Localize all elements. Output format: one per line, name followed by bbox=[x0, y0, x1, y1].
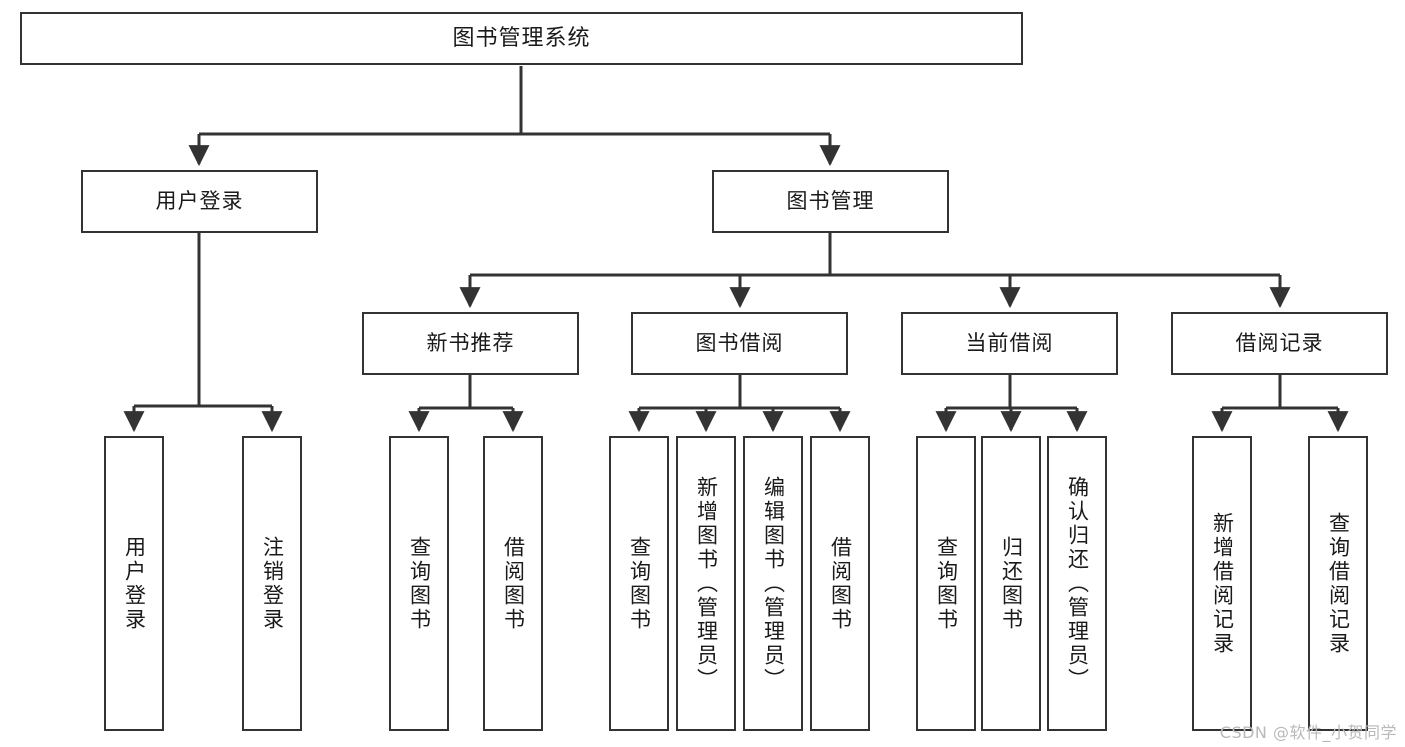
node-label: 查询图书 bbox=[407, 535, 432, 632]
node-label: 图书管理系统 bbox=[452, 25, 591, 51]
node-label: 确认归还（管理员） bbox=[1065, 475, 1090, 692]
node-current-borrow[interactable]: 当前借阅 bbox=[901, 312, 1118, 375]
node-label: 图书管理 bbox=[786, 189, 875, 214]
node-label: 查询借阅记录 bbox=[1326, 511, 1351, 656]
node-book-management[interactable]: 图书管理 bbox=[712, 170, 949, 233]
leaf-edit-book-admin[interactable]: 编辑图书（管理员） bbox=[743, 436, 803, 731]
leaf-query-book-recommend[interactable]: 查询图书 bbox=[389, 436, 449, 731]
node-label: 当前借阅 bbox=[965, 331, 1054, 356]
leaf-query-book-borrow[interactable]: 查询图书 bbox=[609, 436, 669, 731]
node-user-login[interactable]: 用户登录 bbox=[81, 170, 318, 233]
leaf-add-book-admin[interactable]: 新增图书（管理员） bbox=[676, 436, 736, 731]
node-label: 借阅记录 bbox=[1235, 331, 1324, 356]
node-label: 借阅图书 bbox=[501, 535, 526, 632]
leaf-borrow-book-recommend[interactable]: 借阅图书 bbox=[483, 436, 543, 731]
node-borrow-record[interactable]: 借阅记录 bbox=[1171, 312, 1388, 375]
leaf-query-borrow-record[interactable]: 查询借阅记录 bbox=[1308, 436, 1368, 731]
leaf-user-login[interactable]: 用户登录 bbox=[104, 436, 164, 731]
node-label: 编辑图书（管理员） bbox=[761, 475, 786, 692]
leaf-logout[interactable]: 注销登录 bbox=[242, 436, 302, 731]
node-label: 用户登录 bbox=[122, 535, 147, 632]
node-label: 注销登录 bbox=[260, 535, 285, 632]
node-label: 新增图书（管理员） bbox=[694, 475, 719, 692]
node-label: 用户登录 bbox=[155, 189, 244, 214]
node-label: 归还图书 bbox=[999, 535, 1024, 632]
watermark-text: CSDN @软件_小贺同学 bbox=[1219, 723, 1397, 742]
node-label: 新书推荐 bbox=[426, 331, 515, 356]
leaf-return-book[interactable]: 归还图书 bbox=[981, 436, 1041, 731]
node-book-borrow[interactable]: 图书借阅 bbox=[631, 312, 848, 375]
leaf-confirm-return-admin[interactable]: 确认归还（管理员） bbox=[1047, 436, 1107, 731]
node-label: 图书借阅 bbox=[695, 331, 784, 356]
node-label: 借阅图书 bbox=[828, 535, 853, 632]
node-label: 查询图书 bbox=[934, 535, 959, 632]
node-label: 新增借阅记录 bbox=[1210, 511, 1235, 656]
node-root-system[interactable]: 图书管理系统 bbox=[20, 12, 1023, 65]
node-new-book-recommend[interactable]: 新书推荐 bbox=[362, 312, 579, 375]
leaf-query-book-current[interactable]: 查询图书 bbox=[916, 436, 976, 731]
leaf-add-borrow-record[interactable]: 新增借阅记录 bbox=[1192, 436, 1252, 731]
node-label: 查询图书 bbox=[627, 535, 652, 632]
leaf-borrow-book[interactable]: 借阅图书 bbox=[810, 436, 870, 731]
